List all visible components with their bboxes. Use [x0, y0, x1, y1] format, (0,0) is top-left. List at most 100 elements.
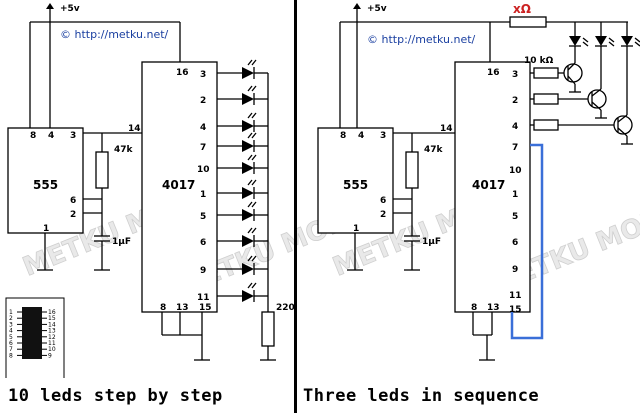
left-url: © http://metku.net/	[60, 28, 169, 41]
right-555-pin4: 4	[358, 131, 364, 141]
dip-pin-label: 8	[9, 352, 13, 359]
transistor-1-icon	[563, 63, 583, 83]
right-resistor-x	[509, 16, 547, 28]
left-out-11: 11	[197, 293, 210, 303]
left-ic-555	[7, 127, 84, 234]
right-out-3: 3	[512, 70, 518, 80]
dip-pin-label: 5	[9, 334, 13, 341]
left-4017-name: 4017	[162, 178, 195, 192]
right-out-9: 9	[512, 265, 518, 275]
left-led-resistor-label: 220	[276, 303, 295, 313]
left-led-7	[217, 201, 268, 221]
right-led-3	[621, 36, 640, 50]
right-out-6: 6	[512, 238, 518, 248]
left-555-name: 555	[33, 178, 58, 192]
right-ic-555	[317, 127, 394, 234]
right-555-pin3: 3	[380, 131, 386, 141]
left-resistor-47k	[95, 151, 109, 189]
right-4017-pin16: 16	[487, 68, 500, 78]
right-out-5: 5	[512, 212, 518, 222]
right-4017-pin13: 13	[487, 303, 500, 313]
right-led-1	[569, 36, 589, 50]
right-top-resistor-label: xΩ	[513, 2, 531, 16]
dip-pin-label: 12	[48, 334, 56, 341]
left-out-4: 4	[200, 123, 206, 133]
left-ic-4017	[141, 61, 218, 313]
right-555-pin1: 1	[353, 224, 359, 234]
left-555-pin8: 8	[30, 131, 36, 141]
right-out-1: 1	[512, 190, 518, 200]
right-out-10: 10	[509, 166, 522, 176]
base-resistor-3	[533, 119, 559, 131]
right-caption: Three leds in sequence	[303, 386, 539, 406]
left-led-10	[217, 282, 268, 302]
left-led-3	[217, 112, 268, 132]
dip-pin-label: 7	[9, 346, 13, 353]
panel-divider	[294, 0, 297, 413]
base-resistor-2	[533, 93, 559, 105]
left-led-8	[217, 227, 268, 247]
supply-arrow-right-icon	[353, 3, 361, 9]
right-resistor-47k	[405, 151, 419, 189]
dip-pin-label: 4	[9, 328, 13, 335]
left-555-pin4: 4	[48, 131, 54, 141]
left-out-10: 10	[197, 165, 210, 175]
right-555-pin2: 2	[380, 210, 386, 220]
left-555-pin6: 6	[70, 196, 76, 206]
reset-link	[510, 143, 544, 340]
dip-pin-label: 1	[9, 309, 13, 316]
left-caption: 10 leds step by step	[8, 386, 223, 406]
right-ic-4017	[454, 61, 531, 313]
left-supply-label: +5v	[60, 4, 80, 14]
left-4017-pin14: 14	[128, 124, 141, 134]
left-out-2: 2	[200, 96, 206, 106]
right-out-2: 2	[512, 96, 518, 106]
left-out-3: 3	[200, 70, 206, 80]
right-caption-bg	[297, 378, 640, 413]
right-4017-name: 4017	[472, 178, 505, 192]
dip-pin-label: 6	[9, 340, 13, 347]
left-out-7: 7	[200, 143, 206, 153]
dip-pin-label: 2	[9, 315, 13, 322]
dip-pin-label: 9	[48, 352, 52, 359]
left-out-6: 6	[200, 238, 206, 248]
left-caption-bg	[0, 378, 294, 413]
left-4017-pin15: 15	[199, 303, 212, 313]
left-led-4	[217, 132, 268, 152]
right-supply-label: +5v	[367, 4, 387, 14]
left-led-1	[217, 59, 268, 79]
right-4017-pin8: 8	[471, 303, 477, 313]
left-led-9	[217, 255, 268, 275]
right-out-7: 7	[512, 143, 518, 153]
left-4017-pin8: 8	[160, 303, 166, 313]
right-555-pin8: 8	[340, 131, 346, 141]
right-base-resistor-label: 10 kΩ	[524, 56, 554, 66]
left-resistor-220	[261, 311, 275, 347]
left-out-1: 1	[200, 190, 206, 200]
left-resistor-label: 47k	[114, 145, 134, 155]
left-555-pin1: 1	[43, 224, 49, 234]
left-out-5: 5	[200, 212, 206, 222]
dip-pin-label: 13	[48, 328, 56, 335]
supply-arrow-icon	[46, 3, 54, 9]
dip-pin-label: 15	[48, 315, 56, 322]
left-cap-label: 1µF	[112, 237, 131, 247]
dip-chip-icon	[22, 307, 42, 359]
dip-pin-label: 10	[48, 346, 56, 353]
left-out-9: 9	[200, 266, 206, 276]
dip-pin-label: 3	[9, 321, 13, 328]
left-555-pin2: 2	[70, 210, 76, 220]
dip-pin-label: 14	[48, 321, 56, 328]
base-resistor-1	[533, 67, 559, 79]
left-led-6	[217, 179, 268, 199]
right-out-11: 11	[509, 291, 522, 301]
left-4017-pin13: 13	[176, 303, 189, 313]
right-led-2	[595, 36, 615, 50]
right-555-pin6: 6	[380, 196, 386, 206]
left-led-ladder: 3 2 4 7 10 1 5 6 9 11	[197, 70, 210, 303]
right-out-15: 15	[509, 305, 522, 315]
right-4017-pin14: 14	[440, 124, 453, 134]
right-out-4: 4	[512, 122, 518, 132]
